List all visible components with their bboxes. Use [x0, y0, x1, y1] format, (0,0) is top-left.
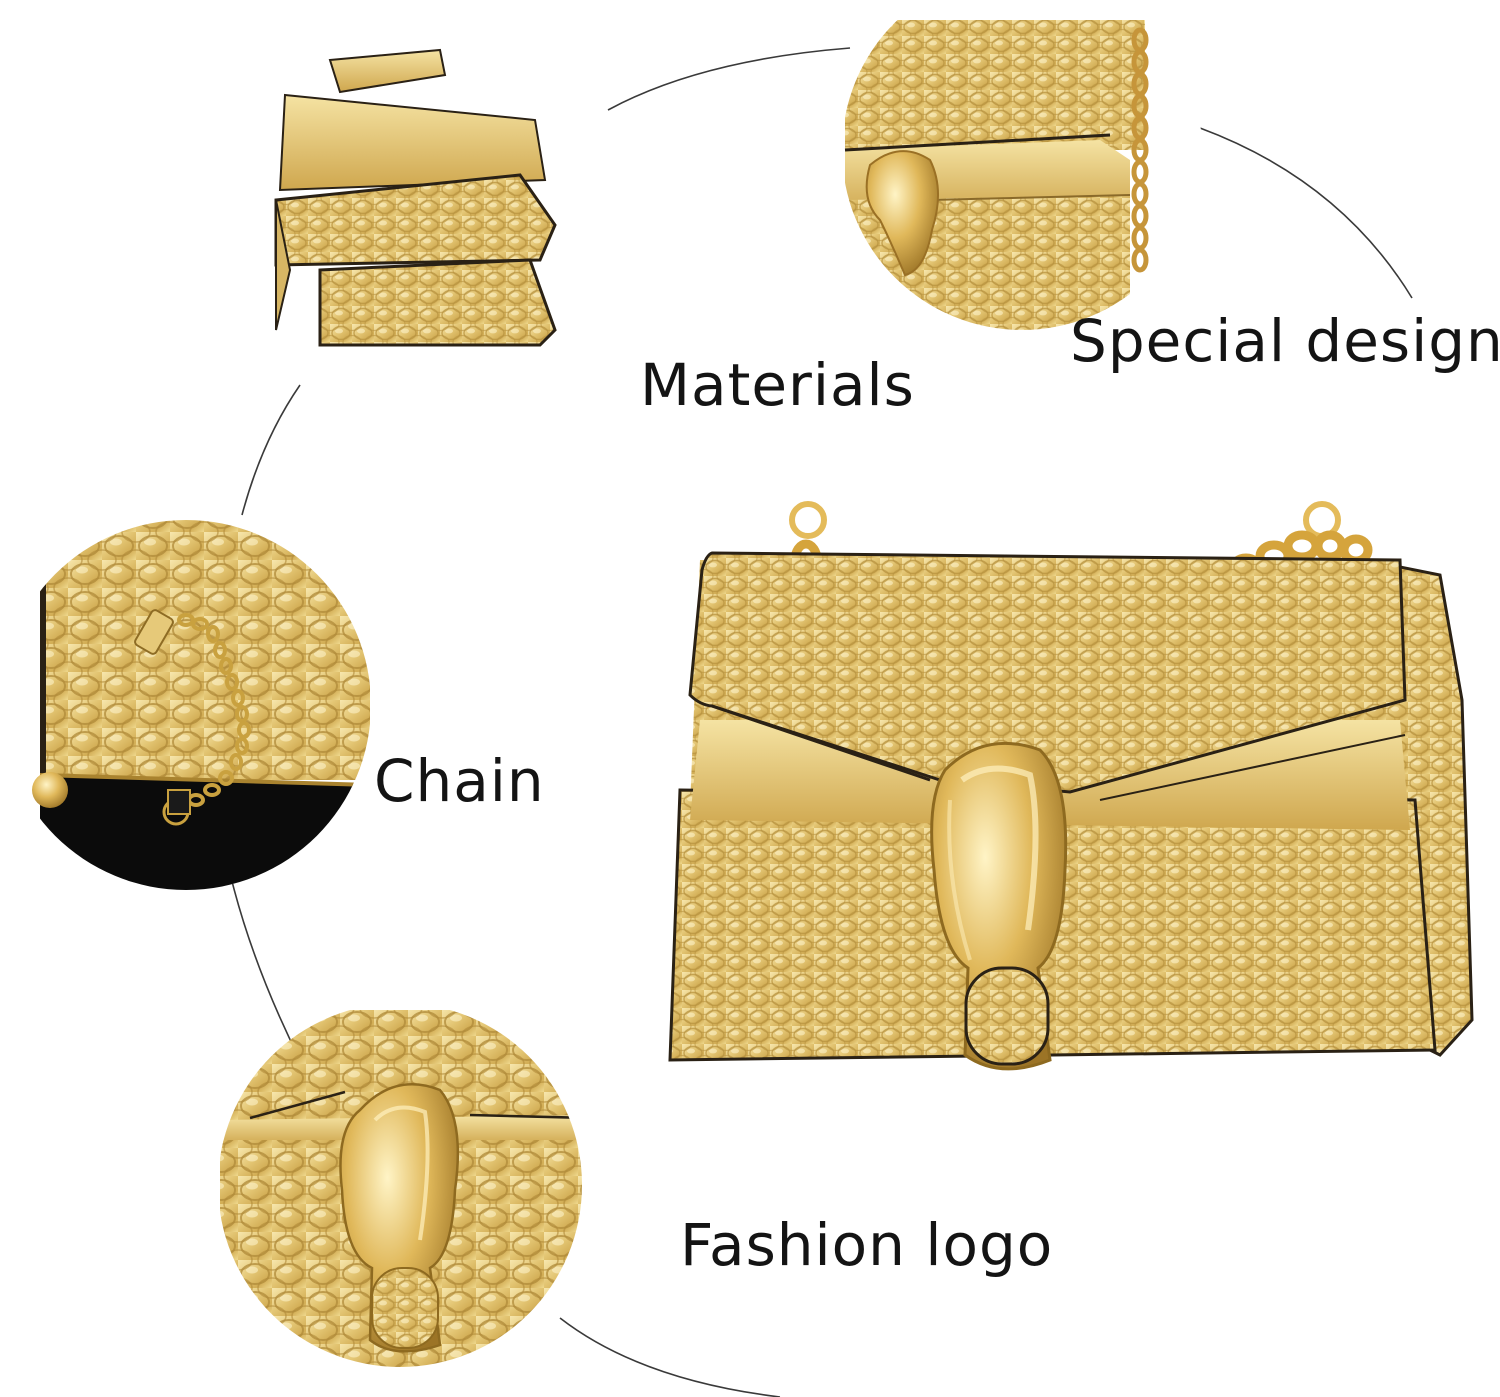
serpent-clasp-icon	[865, 150, 940, 277]
special-design-label: Special design	[1070, 307, 1500, 375]
materials-detail-circle	[220, 14, 620, 414]
special-design-detail-circle	[842, 0, 1202, 330]
chain-detail-circle	[1, 520, 371, 890]
serpent-clasp-icon	[339, 1082, 460, 1353]
serpent-clasp-icon	[930, 741, 1068, 1071]
chain-strap-icon	[134, 609, 251, 826]
fashion-logo-detail-circle	[218, 1003, 582, 1367]
main-bag-image	[668, 501, 1474, 1071]
chain-label: Chain	[374, 747, 545, 815]
materials-label: Materials	[640, 351, 915, 419]
connector-lines	[227, 47, 1413, 1397]
fashion-logo-label: Fashion logo	[680, 1211, 1054, 1279]
